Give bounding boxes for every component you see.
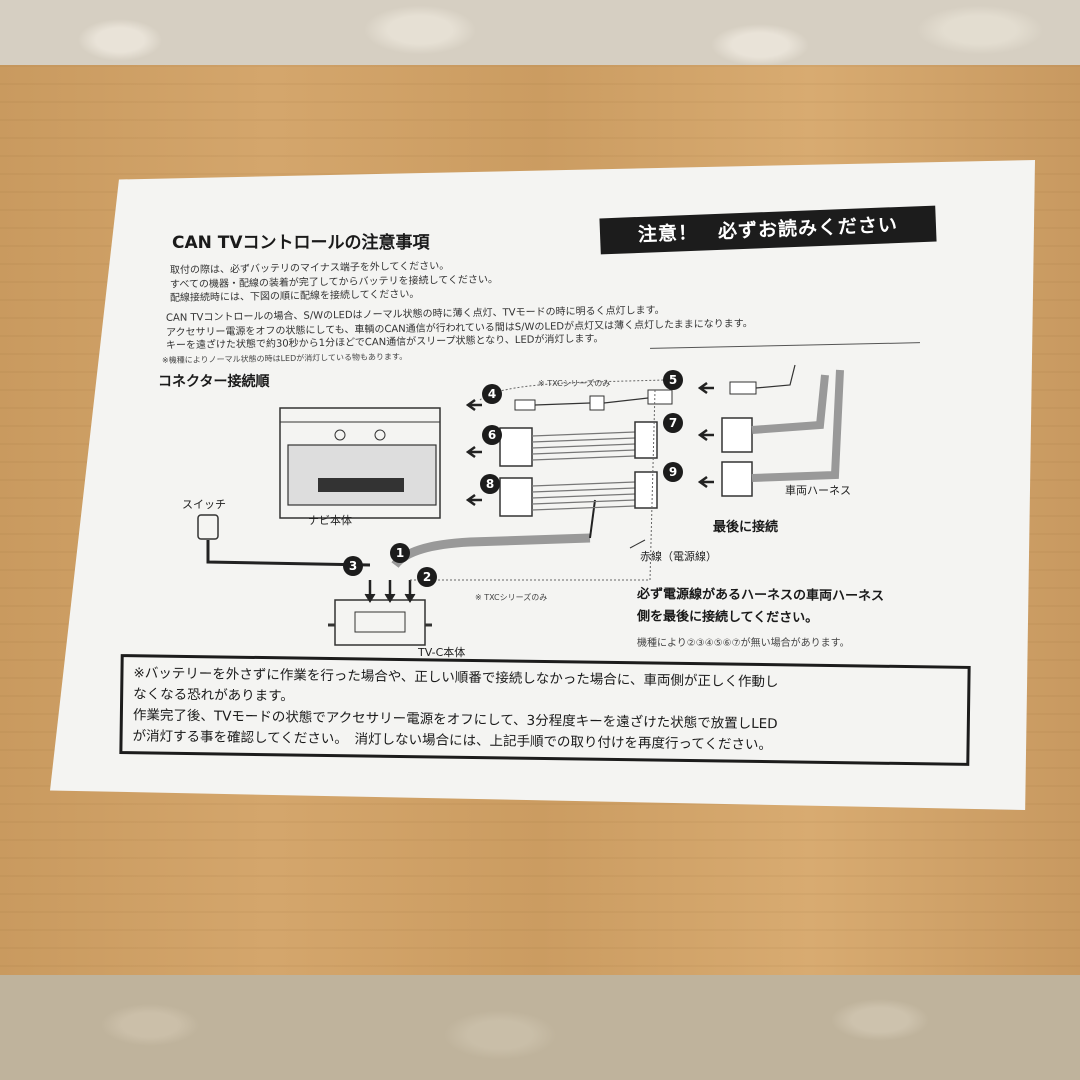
switch-label: スイッチ [182,498,226,511]
marker-3: 3 [343,556,363,576]
switch-wire [206,540,371,567]
marker-4: 4 [482,384,502,404]
last-connect-label: 最後に接続 [713,520,779,535]
marker-6: 6 [482,425,502,445]
carpet-background-bottom [0,975,1080,1080]
caution-notice-box: ※バッテリーを外さずに作業を行った場合や、正しい順番で接続しなかった場合に、車両… [119,654,971,766]
sheet-title: CAN TVコントロールの注意事項 [172,233,430,253]
marker-9: 9 [663,462,683,482]
instruction-sheet-content: CAN TVコントロールの注意事項 注意！ 必ずお読みください 取付の際は、必ず… [50,160,1035,810]
connector-bundle-lower [499,471,658,517]
marker-1: 1 [390,543,410,563]
tvc-unit-label: TV-C本体 [418,646,466,659]
navi-unit-label: ナビ本体 [308,514,352,527]
harness-note-line-1: 必ず電源線があるハーネスの車両ハーネス [636,586,885,605]
section-title-connector-order: コネクター接続順 [158,374,270,390]
harness-note-line-2: 側を最後に接続してください。 [636,609,819,626]
marker-2: 2 [417,567,437,587]
red-wire-label: 赤線（電源線） [640,550,717,563]
marker-5: 5 [663,370,683,390]
connector-bundle-upper [499,421,658,467]
main-harness-cable [391,533,591,568]
marker-7: 7 [663,413,683,433]
navi-unit-drawing [279,407,441,519]
vehicle-harness-label: 車両ハーネス [785,484,851,497]
txc-only-label-top: ※ TXCシリーズのみ [538,379,611,388]
tvc-unit-drawing [334,599,426,646]
marker-8: 8 [480,474,500,494]
vehicle-harness-socket-upper [721,417,753,453]
txc-only-label-bottom: ※ TXCシリーズのみ [475,593,548,602]
switch-drawing [197,514,219,540]
wiring-diagram [197,364,844,646]
vehicle-harness-socket-lower [721,461,753,497]
model-note: 機種により②③④⑤⑥⑦が無い場合があります。 [637,638,850,649]
